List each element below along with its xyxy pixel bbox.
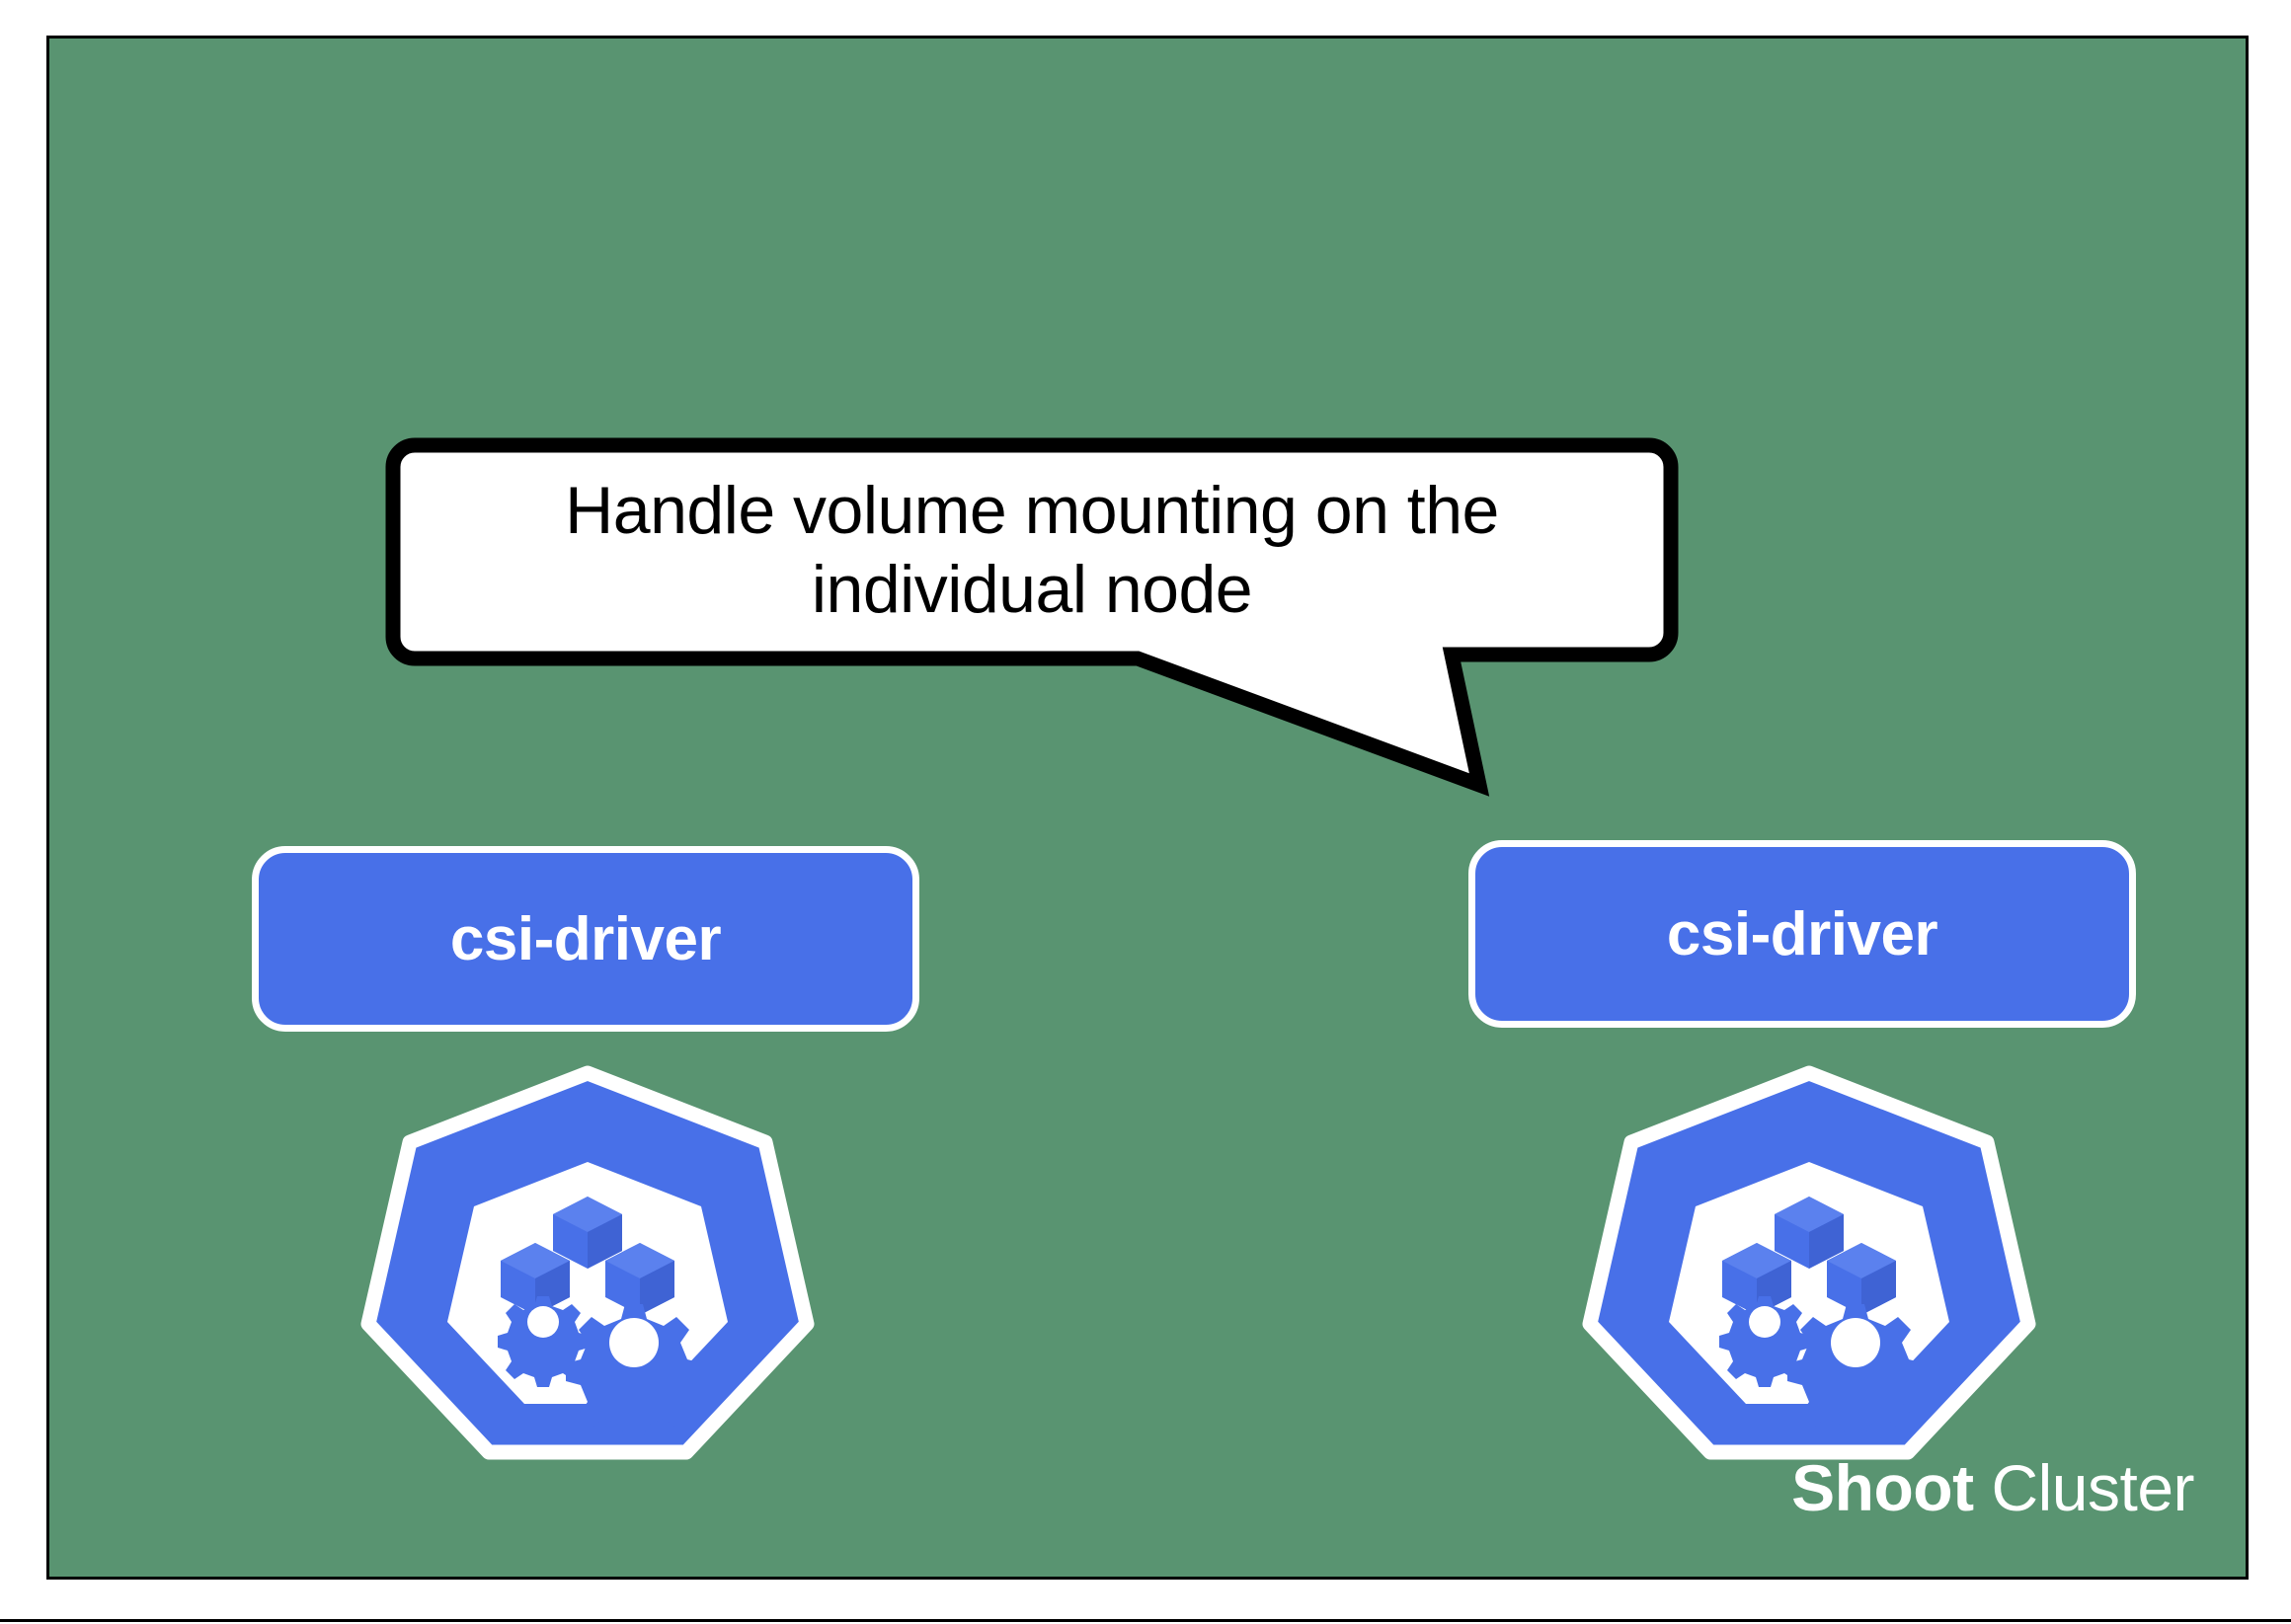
gear-large [1787, 1304, 1924, 1440]
caption-normal-text: Cluster [1973, 1451, 2194, 1524]
kubernetes-node-icon-left [360, 1065, 815, 1460]
csi-driver-pill-right[interactable]: csi-driver [1468, 840, 2136, 1028]
cube-top [553, 1197, 622, 1269]
cube-right [605, 1243, 674, 1315]
callout-bubble: Handle volume mounting on the individual… [385, 437, 1679, 797]
gear-large [566, 1304, 702, 1440]
bottom-divider [0, 1619, 2291, 1622]
caption-strong-text: Shoot [1791, 1451, 1974, 1524]
shoot-cluster-panel: Handle volume mounting on the individual… [46, 36, 2249, 1580]
callout-text: Handle volume mounting on the individual… [565, 472, 1499, 627]
csi-driver-label-left: csi-driver [449, 904, 722, 973]
csi-driver-label-right: csi-driver [1666, 899, 1938, 968]
kubernetes-node-icon-right [1582, 1065, 2036, 1460]
cube-top [1775, 1197, 1844, 1269]
shoot-cluster-caption: Shoot Cluster [1791, 1450, 2194, 1525]
callout-bubble-shape [385, 437, 1679, 797]
cube-left [501, 1243, 570, 1315]
csi-driver-pill-left[interactable]: csi-driver [252, 846, 919, 1032]
cube-right [1827, 1243, 1896, 1315]
